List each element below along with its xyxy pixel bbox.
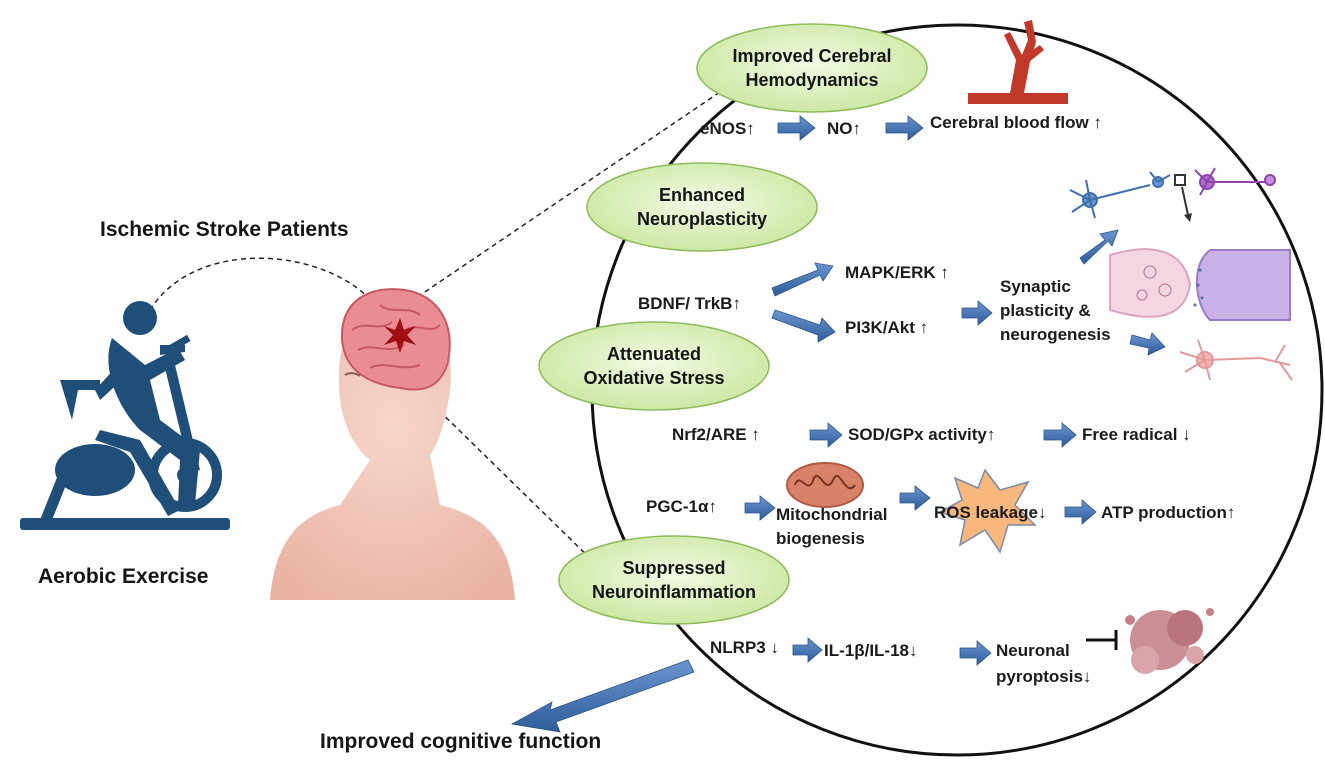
arrow-pgc-mito bbox=[744, 495, 776, 521]
text-ros: ROS leakage↓ bbox=[934, 503, 1047, 522]
arrow-nlrp3-il bbox=[792, 637, 823, 663]
synapse-icon bbox=[1109, 248, 1291, 321]
pyroptotic-cell-icon bbox=[1125, 608, 1214, 674]
patients-label: Ischemic Stroke Patients bbox=[100, 218, 349, 241]
ellipse-inflammation bbox=[558, 535, 790, 625]
text-pi3k: PI3K/Akt ↑ bbox=[845, 318, 929, 337]
arrow-to-synaptic bbox=[961, 300, 993, 326]
exercise-label: Aerobic Exercise bbox=[38, 565, 209, 588]
mitochondrion-icon bbox=[786, 462, 864, 508]
arrow-bdnf-mapk bbox=[771, 262, 834, 297]
pathway-arrows bbox=[510, 115, 1166, 733]
text-atp: ATP production↑ bbox=[1101, 503, 1236, 522]
zoom-line-bottom bbox=[419, 391, 601, 569]
text-free-radical: Free radical ↓ bbox=[1082, 425, 1191, 444]
ros-burst-icon bbox=[938, 468, 1037, 554]
arrow-il-pyro bbox=[959, 640, 992, 666]
exercise-bike-person-icon bbox=[20, 301, 230, 530]
neuron-cell-icon bbox=[1179, 339, 1293, 381]
stroke-lesion-icon bbox=[384, 318, 416, 353]
arrow-synaptic-neuron-up bbox=[1079, 229, 1119, 265]
inhibition-symbol bbox=[1086, 630, 1118, 650]
outcome-label: Improved cognitive function bbox=[320, 730, 602, 753]
text-sod: SOD/GPx activity↑ bbox=[848, 425, 996, 444]
text-il: IL-1β/IL-18↓ bbox=[824, 641, 918, 660]
arrow-to-cognitive bbox=[510, 659, 695, 733]
human-head-with-brain-icon bbox=[270, 288, 515, 600]
arrow-synaptic-neuron-down bbox=[1129, 332, 1166, 356]
blood-vessel-icon bbox=[968, 20, 1068, 104]
text-nrf2: Nrf2/ARE ↑ bbox=[672, 425, 760, 444]
arrow-ros-atp bbox=[1064, 499, 1097, 525]
arrow-nrf2-sod bbox=[809, 422, 843, 448]
arrow-bdnf-pi3k bbox=[771, 309, 836, 343]
arrow-no-cbf bbox=[885, 115, 924, 141]
text-nlrp3: NLRP3 ↓ bbox=[710, 638, 779, 657]
ellipse-neuroplasticity bbox=[586, 162, 818, 252]
neuron-chain-icon bbox=[1069, 167, 1276, 222]
text-enos: eNOS↑ bbox=[700, 119, 755, 138]
ellipse-hemodynamics bbox=[696, 23, 928, 113]
arrow-sod-free bbox=[1043, 422, 1077, 448]
arrow-mito-ros bbox=[899, 485, 931, 511]
arrow-enos-no bbox=[777, 115, 816, 141]
text-mapk: MAPK/ERK ↑ bbox=[845, 263, 949, 282]
text-cbf: Cerebral blood flow ↑ bbox=[930, 113, 1102, 132]
text-no: NO↑ bbox=[827, 119, 861, 138]
text-pgc: PGC-1α↑ bbox=[646, 497, 717, 516]
text-bdnf: BDNF/ TrkB↑ bbox=[638, 294, 741, 313]
ellipse-oxidative bbox=[538, 321, 770, 411]
